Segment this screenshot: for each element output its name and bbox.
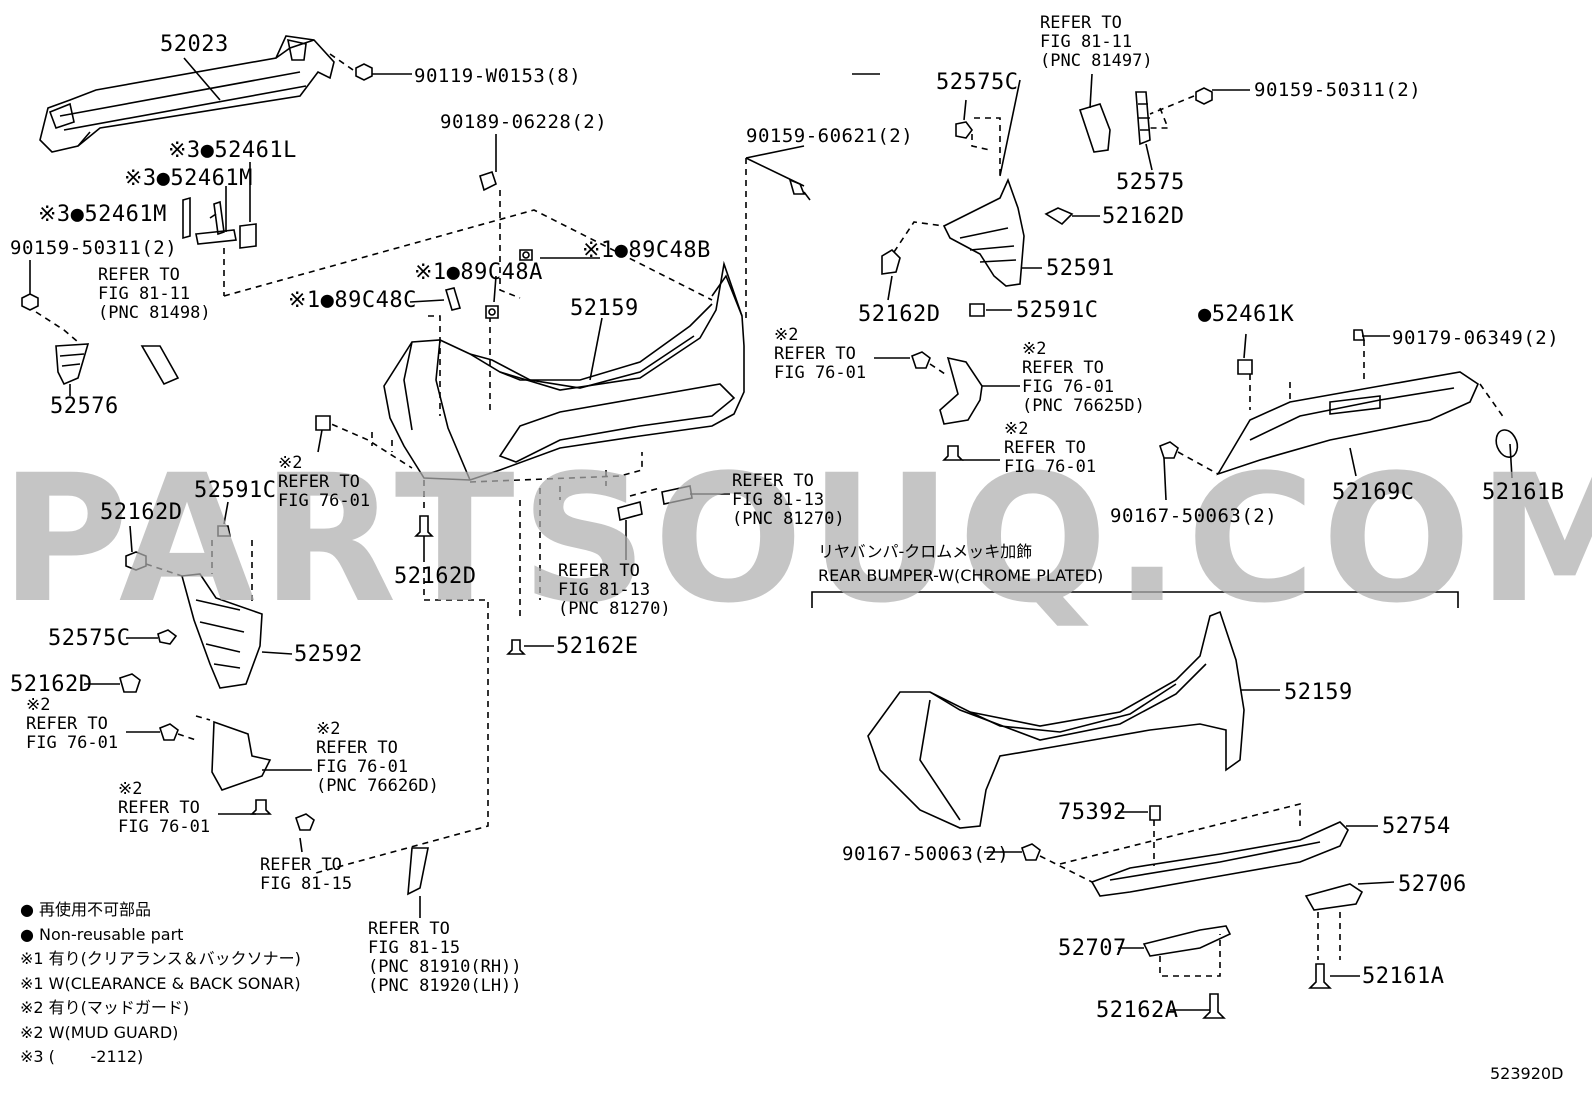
part-label-52461L: ※3●52461L: [168, 138, 297, 163]
refer-label-76625D: ※2 REFER TO FIG 76-01 (PNC 76625D): [1022, 339, 1145, 416]
reflectors-52461: [182, 162, 257, 249]
garnish-52707: [1142, 925, 1232, 1019]
part-label-52461M-b: ※3●52461M: [38, 202, 167, 227]
mudguard-left: [159, 715, 429, 896]
bumper-cover-52159-chrome: [867, 610, 1245, 829]
part-label-90167-b: 90167-50063(2): [842, 843, 1010, 865]
refer-label-81497: REFER TO FIG 81-11 (PNC 81497): [1040, 13, 1153, 71]
chrome-strip-52754: [1021, 802, 1349, 897]
leader-lines: [84, 57, 1513, 1011]
part-label-52592: 52592: [294, 642, 363, 667]
refer-label-7601-b: ※2 REFER TO FIG 76-01: [26, 695, 119, 753]
refer-label-7601-d: ※2 REFER TO FIG 76-01: [774, 325, 867, 383]
part-label-52576: 52576: [50, 394, 119, 419]
refer-label-7601-a: ※2 REFER TO FIG 76-01: [278, 453, 371, 511]
refer-label-7601-e: ※2 REFER TO FIG 76-01: [1004, 419, 1097, 477]
part-label-52162D-d: 52162D: [1102, 204, 1185, 229]
clip-and-bracket-52576: [21, 260, 180, 396]
part-label-52169C: 52169C: [1332, 480, 1415, 505]
part-label-52591: 52591: [1046, 256, 1115, 281]
part-label-52575C-b: 52575C: [936, 70, 1019, 95]
part-label-52161B: 52161B: [1482, 480, 1565, 505]
refer-label-8115-a: REFER TO FIG 81-15: [260, 855, 353, 894]
part-label-89C48A: ※1●89C48A: [414, 260, 543, 285]
diagram-id: 523920D: [1490, 1064, 1564, 1083]
refer-label-8113-b: REFER TO FIG 81-13 (PNC 81270): [558, 561, 671, 619]
section-title-en: REAR BUMPER-W(CHROME PLATED): [818, 566, 1104, 585]
legend-item: ※2 有り(マッドガード): [20, 998, 190, 1017]
part-label-52591C-a: 52591C: [194, 478, 277, 503]
part-label-90167-a: 90167-50063(2): [1110, 505, 1278, 527]
part-label-89C48B: ※1●89C48B: [582, 238, 711, 263]
legend-item: ※1 W(CLEARANCE & BACK SONAR): [20, 973, 301, 993]
bumper-cover-52159: [383, 260, 745, 481]
part-label-52159-bottom: 52159: [1284, 680, 1353, 705]
part-label-90159-60621: 90159-60621(2): [746, 125, 914, 147]
part-label-90159-50311-left: 90159-50311(2): [10, 237, 178, 259]
part-label-52162E: 52162E: [556, 634, 639, 659]
bolt-90119: [355, 63, 412, 81]
part-label-90179: 90179-06349(2): [1392, 327, 1560, 349]
part-label-90159-50311-right: 90159-50311(2): [1254, 79, 1422, 101]
part-label-90189: 90189-06228(2): [440, 111, 608, 133]
part-label-52162D-e: 52162D: [858, 302, 941, 327]
legend-item: ● 再使用不可部品: [20, 900, 152, 919]
part-label-52161A: 52161A: [1362, 964, 1445, 989]
refer-label-8115-b: REFER TO FIG 81-15 (PNC 81910(RH)) (PNC …: [368, 919, 522, 996]
part-label-52575C-a: 52575C: [48, 626, 131, 651]
legend: ● 再使用不可部品 ● Non-reusable part ※1 有り(クリアラ…: [20, 898, 301, 1070]
lower-moulding-52169C: [1159, 329, 1519, 476]
part-label-89C48C: ※1●89C48C: [288, 288, 417, 313]
section-bracket: [811, 591, 1459, 608]
part-label-52162D-b: 52162D: [394, 564, 477, 589]
part-label-52159-top: 52159: [570, 296, 639, 321]
part-label-52162D-c: 52162D: [10, 672, 93, 697]
part-label-52461K: ●52461K: [1198, 302, 1295, 327]
part-label-52706: 52706: [1398, 872, 1467, 897]
part-label-52162A: 52162A: [1096, 998, 1179, 1023]
mudguard-right: [911, 351, 983, 461]
retainer-52591: [881, 117, 1074, 317]
refer-label-8113-a: REFER TO FIG 81-13 (PNC 81270): [732, 471, 845, 529]
fasteners-main: [315, 157, 811, 655]
part-label-52754: 52754: [1382, 814, 1451, 839]
retainer-52592: [119, 525, 263, 693]
refer-label-7601-c: ※2 REFER TO FIG 76-01: [118, 779, 211, 837]
legend-item: ※3 ( -2112): [20, 1047, 144, 1066]
bracket-52575: [1078, 87, 1213, 153]
part-label-52023: 52023: [160, 32, 229, 57]
part-label-52575: 52575: [1116, 170, 1185, 195]
refer-label-81498: REFER TO FIG 81-11 (PNC 81498): [98, 265, 211, 323]
part-label-52162D-a: 52162D: [100, 500, 183, 525]
garnish-52706: [1304, 883, 1364, 989]
leader-lines-main: [223, 158, 747, 875]
section-title-jp: リヤバンパ-クロムメッキ加飾: [818, 542, 1033, 561]
legend-item: ● Non-reusable part: [20, 924, 184, 944]
legend-item: ※1 有り(クリアランス＆バックソナー): [20, 949, 301, 968]
part-label-90119: 90119-W0153(8): [414, 65, 582, 87]
part-label-75392: 75392: [1058, 800, 1127, 825]
reinforcement-52023: [39, 35, 357, 153]
refer-label-76626D: ※2 REFER TO FIG 76-01 (PNC 76626D): [316, 719, 439, 796]
part-label-52461M-a: ※3●52461M: [124, 166, 253, 191]
legend-item: ※2 W(MUD GUARD): [20, 1022, 179, 1042]
part-label-52707: 52707: [1058, 936, 1127, 961]
part-label-52591C-b: 52591C: [1016, 298, 1099, 323]
